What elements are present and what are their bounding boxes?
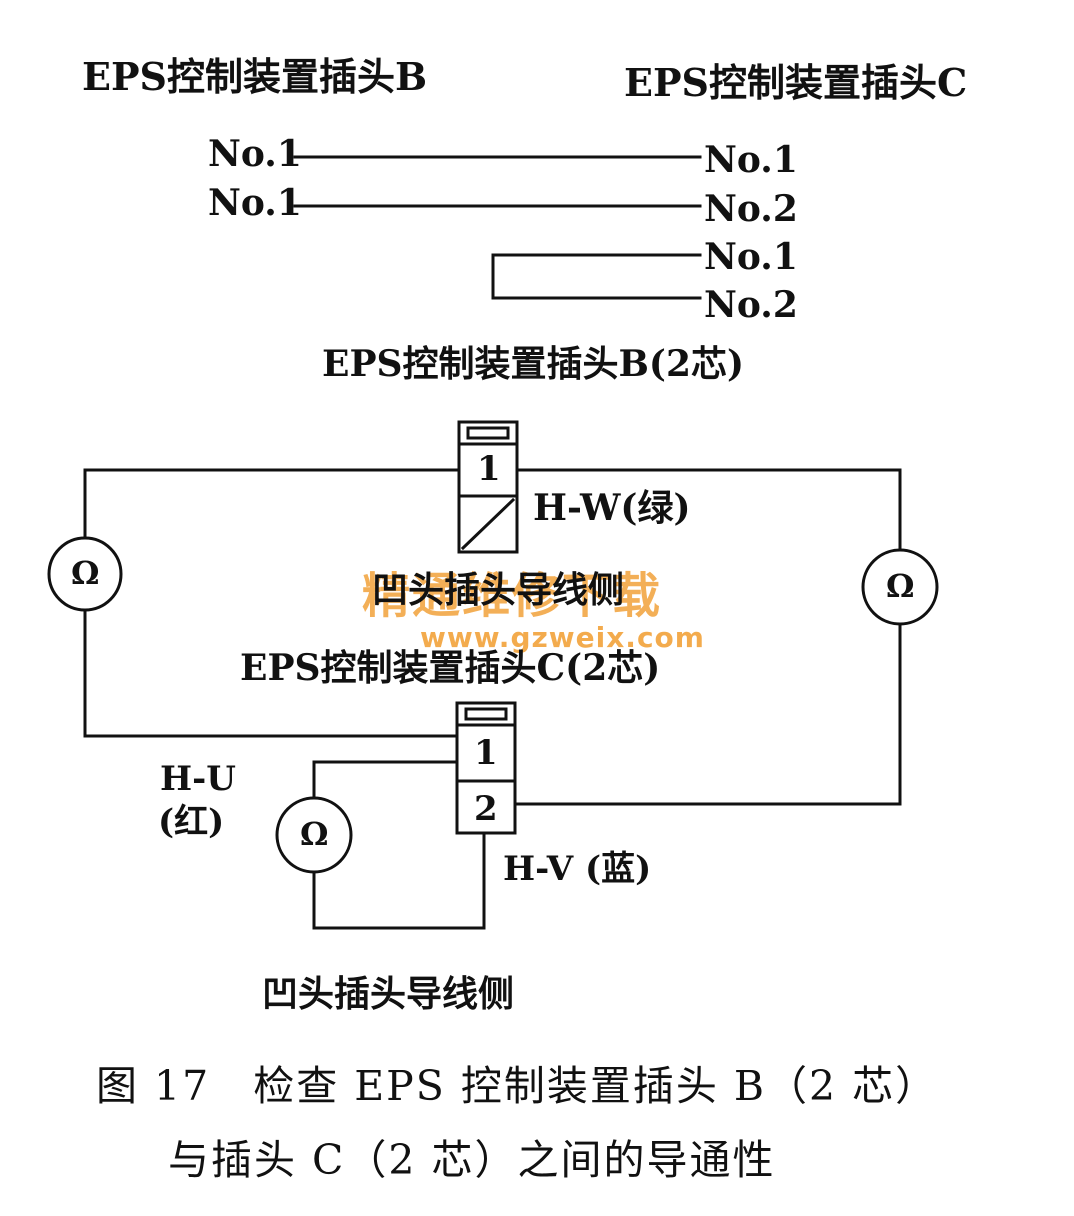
connector-b-tab-inner bbox=[466, 426, 510, 440]
connector-b-title: EPS控制装置插头B(2芯) bbox=[322, 343, 745, 385]
connector-c-tab-inner bbox=[464, 707, 508, 721]
row2-right-pin: No.2 bbox=[704, 188, 798, 230]
connector-c-side-label: 凹头插头导线侧 bbox=[262, 973, 515, 1015]
connector-b-body bbox=[457, 442, 519, 554]
jumper-c1-c2 bbox=[491, 253, 702, 300]
ohmmeter-left bbox=[47, 536, 123, 612]
wire-c1-bottom-meter bbox=[312, 760, 459, 799]
ohmmeter-right bbox=[861, 548, 939, 626]
row3-right-pin: No.1 bbox=[704, 236, 798, 278]
heading-connector-b: EPS控制装置插头B bbox=[82, 54, 428, 99]
figure-caption-line2: 与插头 C（2 芯）之间的导通性 bbox=[168, 1136, 776, 1184]
connector-c-pin1: 1 bbox=[474, 733, 498, 773]
wire-label-h-w: H-W(绿) bbox=[533, 487, 691, 529]
heading-connector-c: EPS控制装置插头C bbox=[624, 60, 968, 105]
wire-right-meter-c2 bbox=[513, 622, 902, 806]
ohm-symbol-bottom: Ω bbox=[300, 815, 329, 853]
watermark-text: 精通维修下载 bbox=[362, 568, 663, 624]
connector-c-body bbox=[455, 723, 517, 835]
wire-left-meter-c1 bbox=[83, 608, 459, 738]
row1-right-pin: No.1 bbox=[704, 139, 798, 181]
wire-label-h-v: H-V (蓝) bbox=[503, 849, 652, 889]
wire-label-h-u-color: (红) bbox=[158, 802, 225, 842]
wire-bottom-meter-c2 bbox=[312, 831, 486, 930]
row2-left-pin: No.1 bbox=[208, 182, 302, 224]
connector-b-side-label: 凹头插头导线侧 bbox=[372, 569, 625, 611]
connector-c-title: EPS控制装置插头C(2芯) bbox=[240, 647, 661, 689]
watermark-url: www.gzweix.com bbox=[420, 621, 705, 654]
figure-caption-line1: 图 17 检查 EPS 控制装置插头 B（2 芯） bbox=[96, 1062, 939, 1110]
row4-right-pin: No.2 bbox=[704, 284, 798, 326]
connector-b-empty-slash bbox=[460, 497, 516, 551]
wire-b1-right bbox=[515, 468, 902, 552]
connector-c-pin2: 2 bbox=[474, 789, 498, 829]
ohm-symbol-right: Ω bbox=[886, 567, 915, 605]
connector-b-pin1: 1 bbox=[477, 449, 501, 489]
wire-b1-left bbox=[83, 468, 461, 540]
row1-left-pin: No.1 bbox=[208, 133, 302, 175]
ohmmeter-bottom bbox=[275, 796, 353, 874]
wire-label-h-u: H-U bbox=[160, 759, 236, 799]
ohm-symbol-left: Ω bbox=[71, 554, 100, 592]
